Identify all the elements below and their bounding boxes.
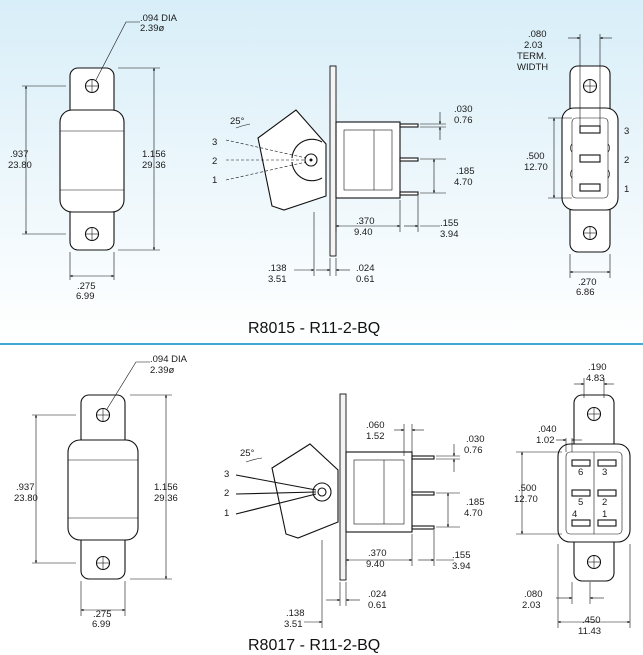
top-rear-terminal-1 <box>579 183 601 192</box>
top-bottom-dim-in: .275 <box>77 281 96 292</box>
bottom-body-dim-mm: 9.40 <box>366 559 385 570</box>
top-left-dim-mm: 23.80 <box>8 160 32 171</box>
top-rear-w-in: .270 <box>578 277 597 288</box>
bottom-side-view: 25° 3 2 1 .060 1.52 .030 0.76 .185 4.70 <box>224 393 485 630</box>
top-pitch-dim-in: .185 <box>456 166 475 177</box>
bottom-right-dim-in: 1.156 <box>154 482 178 493</box>
bottom-tail-dim-mm: 3.94 <box>452 561 471 572</box>
bottom-right-dim-mm: 29.36 <box>154 493 178 504</box>
top-tw-label1: TERM. <box>517 51 547 62</box>
top-body-dim-in: .370 <box>356 216 375 227</box>
bottom-top-dim-mm: 1.52 <box>366 431 385 442</box>
top-rear-h-mm: 12.70 <box>524 162 548 173</box>
top-bush-dim-in: .138 <box>268 263 287 274</box>
bottom-rear-top-mm: 4.83 <box>586 373 605 384</box>
bottom-pos3-label: 3 <box>224 469 229 480</box>
top-section: .094 DIA 2.39ø .937 23.80 1.156 29.36 .2… <box>8 13 629 337</box>
bottom-body-dim-in: .370 <box>368 548 387 559</box>
bottom-rear-h-mm: 12.70 <box>514 494 538 505</box>
bottom-rear-gap-in: .040 <box>538 424 557 435</box>
bottom-bush-dim-in: .138 <box>286 608 305 619</box>
top-tw-dim-mm: 2.03 <box>524 40 543 51</box>
top-body-dim-mm: 9.40 <box>354 227 373 238</box>
top-rear-pos3: 3 <box>624 126 629 137</box>
top-pitch-dim-mm: 4.70 <box>454 177 473 188</box>
top-left-dim-in: .937 <box>10 149 29 160</box>
top-tw-dim-in: .080 <box>528 29 547 40</box>
bottom-pitch-dim-mm: 4.70 <box>464 508 483 519</box>
bottom-front-view: .094 DIA 2.39ø .937 23.80 1.156 29.36 .2… <box>14 354 188 630</box>
top-pos1-label: 1 <box>212 175 217 186</box>
top-right-dim-mm: 29.36 <box>142 160 166 171</box>
top-title: R8015 - R11-2-BQ <box>248 320 380 337</box>
bottom-section: .094 DIA 2.39ø .937 23.80 1.156 29.36 .2… <box>14 354 631 654</box>
bottom-rear-h-in: .500 <box>518 483 537 494</box>
bottom-plate-dim-mm: 0.61 <box>368 600 387 611</box>
bottom-bush-dim-mm: 3.51 <box>284 619 303 630</box>
top-rear-terminal-3 <box>579 125 601 134</box>
top-right-dim-in: 1.156 <box>142 149 166 160</box>
top-rear-view: 3 2 1 .080 2.03 TERM. WIDTH .500 12.70 .… <box>517 29 629 298</box>
bottom-rear-t5: 5 <box>578 497 583 508</box>
bottom-bottom-dim-mm: 6.99 <box>92 619 111 630</box>
bottom-hole-dim-in: .094 DIA <box>150 354 188 365</box>
bottom-rear-w-mm: 11.43 <box>578 626 601 637</box>
bottom-title: R8017 - R11-2-BQ <box>248 637 380 654</box>
top-plate-dim-mm: 0.61 <box>356 274 375 285</box>
top-plate-dim-in: .024 <box>356 263 375 274</box>
bottom-pos1-label: 1 <box>224 508 229 519</box>
bottom-term-dim-mm: 0.76 <box>464 445 483 456</box>
bottom-hole-dim-mm: 2.39ø <box>150 365 174 376</box>
bottom-rear-w-in: .450 <box>582 615 601 626</box>
top-term-dim-in: .030 <box>454 104 473 115</box>
top-hole-dim-mm: 2.39ø <box>140 23 164 34</box>
bottom-tail-dim-in: .155 <box>452 550 471 561</box>
top-rear-h-in: .500 <box>526 151 545 162</box>
bottom-pos2-label: 2 <box>224 488 229 499</box>
top-rear-terminal-2 <box>579 154 601 163</box>
top-rear-pos1: 1 <box>624 184 629 195</box>
bottom-bottom-dim-in: .275 <box>93 609 112 620</box>
bottom-angle-label: 25° <box>240 448 255 459</box>
bottom-top-dim-in: .060 <box>366 420 385 431</box>
bottom-rear-view: 6 3 5 2 4 1 .190 4.83 .040 1.02 .500 <box>514 362 631 637</box>
bottom-rear-tw-in: .080 <box>524 589 543 600</box>
bottom-rocker <box>271 443 339 539</box>
bottom-rear-t4: 4 <box>572 509 577 520</box>
top-rear-w-mm: 6.86 <box>576 287 595 298</box>
top-pos3-label: 3 <box>212 137 217 148</box>
top-mount-plate <box>329 65 337 257</box>
top-pos2-label: 2 <box>212 156 217 167</box>
top-switch-body <box>335 121 401 199</box>
bottom-rear-t3: 3 <box>602 467 607 478</box>
top-term-dim-mm: 0.76 <box>454 115 473 126</box>
bottom-rear-top-in: .190 <box>588 362 607 373</box>
bottom-rear-t2: 2 <box>602 497 607 508</box>
top-tail-dim-in: .155 <box>440 218 459 229</box>
top-bottom-dim-mm: 6.99 <box>76 291 95 302</box>
top-tail-dim-mm: 3.94 <box>440 229 459 240</box>
bottom-left-dim-in: .937 <box>16 482 35 493</box>
bottom-plate-dim-in: .024 <box>368 589 387 600</box>
top-front-view: .094 DIA 2.39ø .937 23.80 1.156 29.36 .2… <box>8 13 178 302</box>
top-tw-label2: WIDTH <box>517 62 548 73</box>
bottom-rear-gap-mm: 1.02 <box>536 435 555 446</box>
top-bush-dim-mm: 3.51 <box>268 274 287 285</box>
bottom-pitch-dim-in: .185 <box>466 497 485 508</box>
bottom-rear-t1: 1 <box>602 509 607 520</box>
top-rear-pos2: 2 <box>624 155 629 166</box>
bottom-rear-tw-mm: 2.03 <box>522 600 541 611</box>
top-angle-label: 25° <box>230 116 245 127</box>
top-hole-dim-in: .094 DIA <box>140 13 178 24</box>
bottom-term-dim-in: .030 <box>466 434 485 445</box>
top-side-view: 25° 3 2 1 .030 0.76 .185 4.70 .370 9.40 <box>212 65 475 285</box>
bottom-left-dim-mm: 23.80 <box>14 493 38 504</box>
bottom-rear-t6: 6 <box>578 467 583 478</box>
